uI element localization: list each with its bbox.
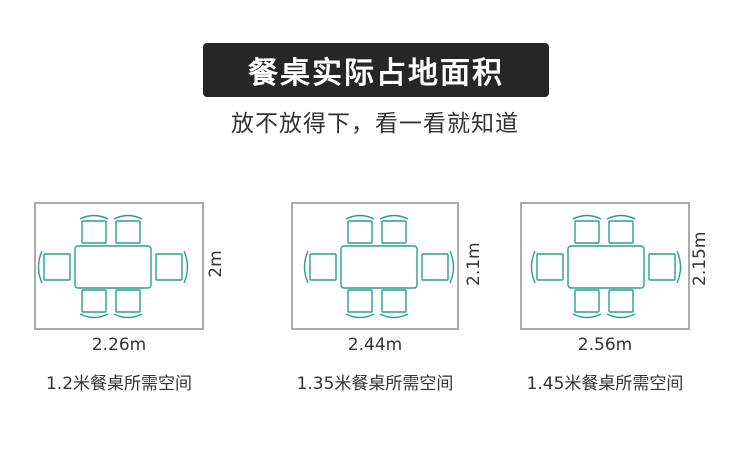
dining-set-3-icon	[530, 214, 682, 319]
width-label-2: 2.44m	[347, 335, 403, 355]
caption-3: 1.45米餐桌所需空间	[526, 374, 684, 394]
table-icon	[74, 245, 152, 289]
height-label-1: 2m	[206, 250, 226, 278]
page-title: 餐桌实际占地面积	[248, 56, 504, 91]
room-diagram-2	[291, 202, 459, 330]
chair-icon	[379, 289, 409, 319]
room-diagram-3	[520, 202, 690, 330]
chair-icon	[648, 250, 682, 284]
chair-icon	[572, 289, 602, 319]
height-label-3: 2.15m	[690, 231, 710, 286]
chair-icon	[379, 214, 409, 244]
chair-icon	[421, 250, 455, 284]
chair-icon	[79, 289, 109, 319]
chair-icon	[530, 250, 564, 284]
chair-icon	[345, 214, 375, 244]
chair-icon	[37, 250, 71, 284]
caption-2: 1.35米餐桌所需空间	[296, 374, 454, 394]
table-icon	[340, 245, 418, 289]
chair-icon	[572, 214, 602, 244]
chair-icon	[79, 214, 109, 244]
dining-set-1-icon	[37, 214, 189, 319]
width-label-3: 2.56m	[577, 335, 633, 355]
chair-icon	[113, 289, 143, 319]
chair-icon	[155, 250, 189, 284]
chair-icon	[606, 214, 636, 244]
chair-icon	[113, 214, 143, 244]
table-icon	[567, 245, 645, 289]
room-diagram-1	[34, 202, 204, 330]
chair-icon	[606, 289, 636, 319]
chair-icon	[303, 250, 337, 284]
height-label-2: 2.1m	[464, 242, 484, 286]
dining-set-2-icon	[303, 214, 455, 319]
page-subtitle: 放不放得下，看一看就知道	[231, 111, 519, 137]
width-label-1: 2.26m	[91, 335, 147, 355]
caption-1: 1.2米餐桌所需空间	[45, 374, 193, 394]
title-banner: 餐桌实际占地面积	[203, 43, 549, 97]
chair-icon	[345, 289, 375, 319]
